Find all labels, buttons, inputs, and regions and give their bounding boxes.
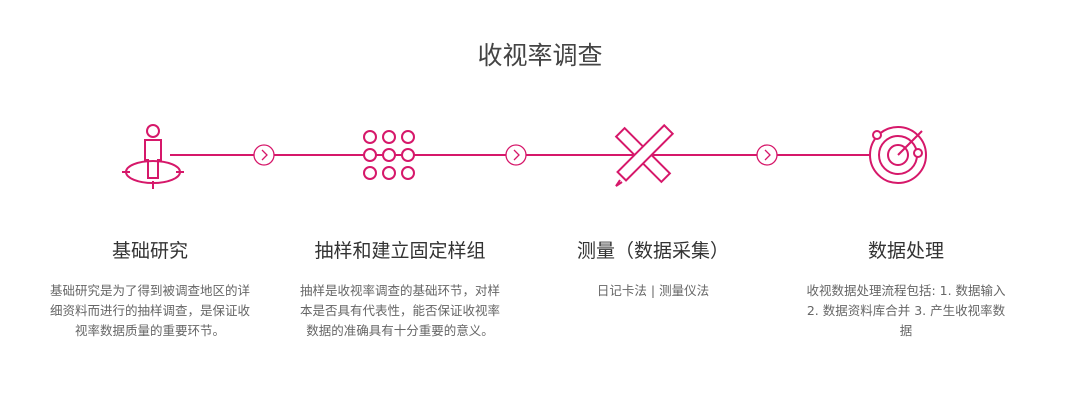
step-desc: 抽样是收视率调查的基础环节，对样本是否具有代表性，能否保证收视率数据的准确具有十…	[300, 283, 501, 338]
step-basic-research: 基础研究 基础研究是为了得到被调查地区的详细资料而进行的抽样调查，是保证收视率数…	[50, 236, 250, 341]
step-data-processing: 数据处理 收视数据处理流程包括: 1. 数据输入 2. 数据资料库合并 3. 产…	[806, 236, 1006, 341]
person-target-icon	[122, 124, 184, 189]
step-desc: 收视数据处理流程包括: 1. 数据输入 2. 数据资料库合并 3. 产生收视率数…	[806, 283, 1006, 338]
step-desc: 日记卡法 | 测量仪法	[596, 283, 710, 298]
dots-grid-icon	[363, 130, 415, 180]
chevron-icon	[253, 144, 778, 166]
radar-icon	[869, 126, 927, 184]
step-desc: 基础研究是为了得到被调查地区的详细资料而进行的抽样调查，是保证收视率数据质量的重…	[50, 283, 251, 338]
step-sampling: 抽样和建立固定样组 抽样是收视率调查的基础环节，对样本是否具有代表性，能否保证收…	[300, 236, 500, 341]
step-title: 抽样和建立固定样组	[314, 240, 486, 262]
process-flow	[122, 123, 927, 189]
step-title: 数据处理	[867, 240, 944, 262]
step-title: 基础研究	[111, 240, 188, 262]
pencil-ruler-icon	[614, 123, 675, 187]
page-title: 收视率调查	[477, 41, 603, 70]
step-measurement: 测量（数据采集） 日记卡法 | 测量仪法	[553, 236, 753, 301]
step-title: 测量（数据采集）	[576, 240, 729, 262]
